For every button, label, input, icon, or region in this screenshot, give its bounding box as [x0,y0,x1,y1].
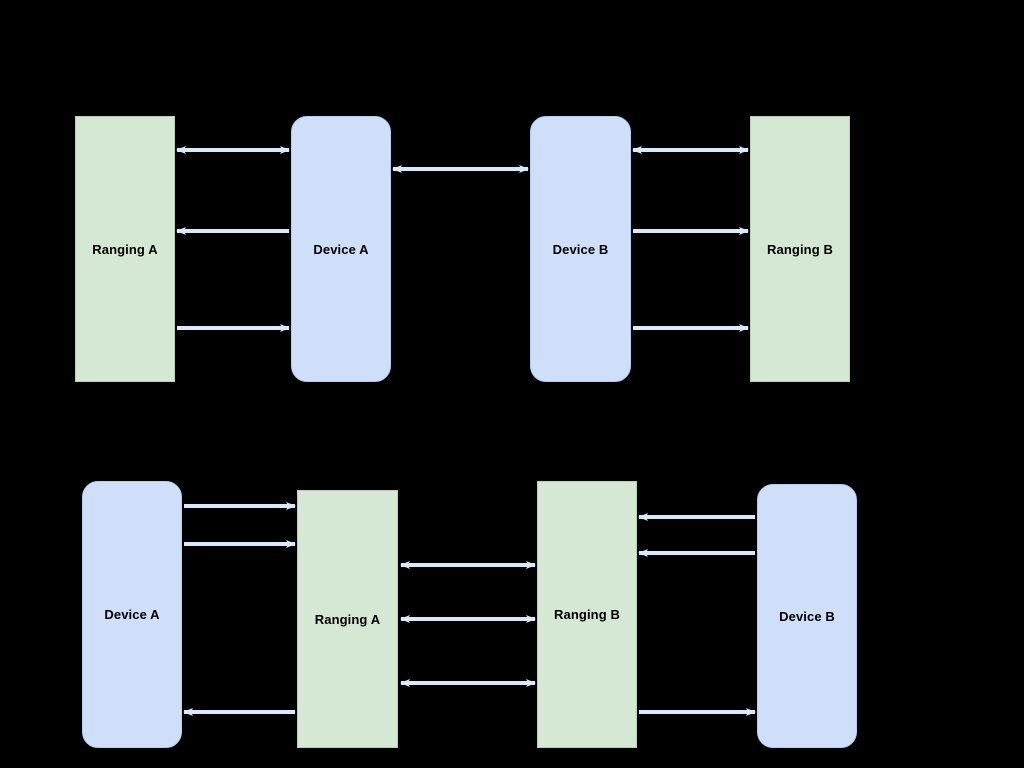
node-b-device-b[interactable]: Device B [757,484,857,748]
node-t-device-b[interactable]: Device B [530,116,631,382]
node-label-b-ranging-b: Ranging B [554,607,620,622]
node-label-t-device-b: Device B [552,241,609,257]
node-label-t-ranging-b: Ranging B [767,241,833,257]
node-label-t-ranging-a: Ranging A [92,241,158,257]
node-b-ranging-a[interactable]: Ranging A [297,490,398,748]
node-t-ranging-a[interactable]: Ranging A [75,116,175,382]
node-label-b-device-b: Device B [779,608,835,624]
node-b-device-a[interactable]: Device A [82,481,182,748]
node-t-ranging-b[interactable]: Ranging B [750,116,850,382]
node-label-b-device-a: Device A [104,607,160,622]
node-label-b-ranging-a: Ranging A [314,611,381,627]
node-t-device-a[interactable]: Device A [291,116,391,382]
node-b-ranging-b[interactable]: Ranging B [537,481,637,748]
node-label-t-device-a: Device A [313,241,369,257]
